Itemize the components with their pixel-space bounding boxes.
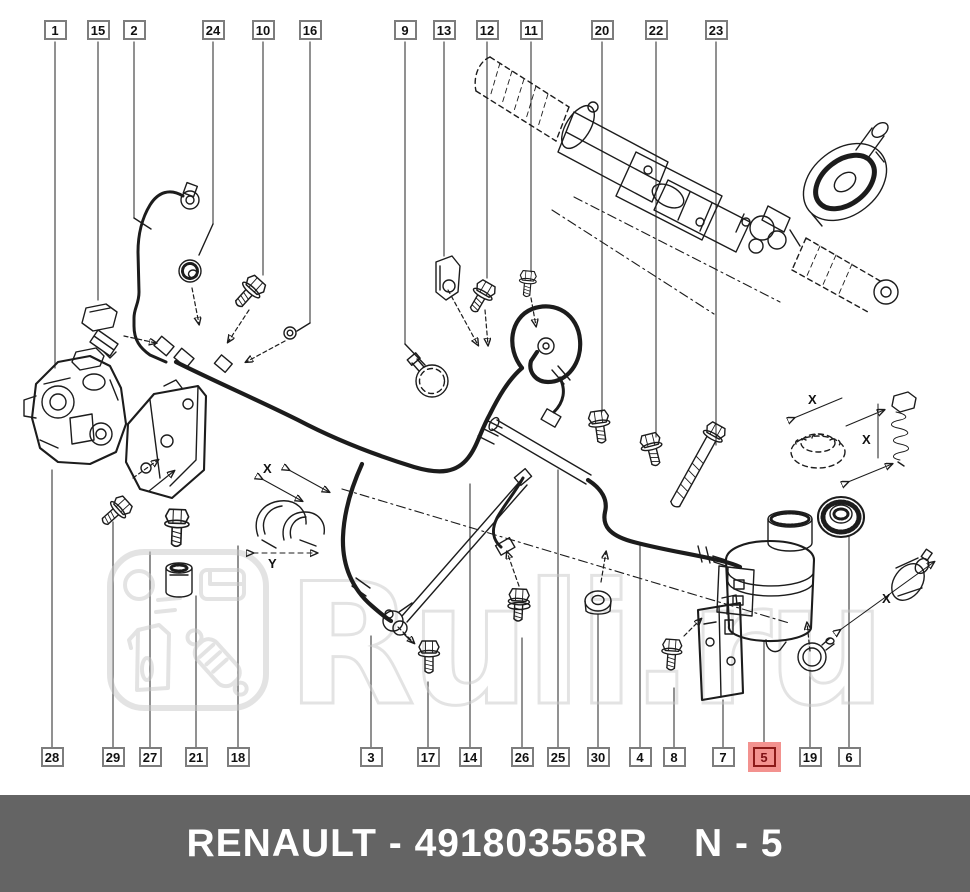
- callout-19[interactable]: 19: [798, 747, 822, 767]
- footer-sheet-ref: N - 5: [693, 821, 784, 865]
- callout-5[interactable]: 5: [752, 747, 776, 767]
- callout-13[interactable]: 13: [432, 20, 456, 40]
- bolt-20: [586, 408, 614, 445]
- callout-6[interactable]: 6: [837, 747, 861, 767]
- callout-26[interactable]: 26: [510, 747, 534, 767]
- callout-12[interactable]: 12: [475, 20, 499, 40]
- footer-bar: RENAULT - 491803558R N - 5: [0, 795, 970, 892]
- pump-bracket: [124, 379, 208, 500]
- pressure-switch: [81, 303, 119, 359]
- reservoir-bracket: [696, 594, 745, 702]
- callout-4[interactable]: 4: [628, 747, 652, 767]
- callout-10[interactable]: 10: [251, 20, 275, 40]
- bolt-27: [163, 508, 191, 548]
- hose-clamp-9: [406, 352, 449, 398]
- callout-20[interactable]: 20: [590, 20, 614, 40]
- callout-23[interactable]: 23: [704, 20, 728, 40]
- cooler-pipe: [488, 416, 592, 556]
- watermark: Ruli.ru: [107, 546, 888, 745]
- reservoir-supply-hose: [585, 477, 743, 570]
- o-ring: [283, 326, 297, 340]
- steering-rack-assembly: [474, 56, 899, 315]
- long-bolt-23: [670, 421, 726, 508]
- return-hose: [340, 461, 533, 643]
- callout-7[interactable]: 7: [711, 747, 735, 767]
- callout-15[interactable]: 15: [86, 20, 110, 40]
- dimension-label: X: [862, 432, 871, 447]
- hose-clamp-19: [797, 637, 835, 672]
- dimension-label: Y: [268, 556, 277, 571]
- clamp-dimensions: [253, 470, 329, 553]
- callout-1[interactable]: 1: [43, 20, 67, 40]
- construction-line: [341, 488, 790, 624]
- callout-8[interactable]: 8: [662, 747, 686, 767]
- callout-17[interactable]: 17: [416, 747, 440, 767]
- callout-leader-lines: [51, 41, 850, 748]
- high-pressure-pipe: [132, 181, 583, 474]
- bolt-11: [517, 269, 538, 298]
- reservoir-cap: [816, 495, 866, 539]
- callout-21[interactable]: 21: [184, 747, 208, 767]
- castle-nut-detail: [791, 397, 846, 469]
- leader-tails: [133, 217, 426, 366]
- callout-22[interactable]: 22: [644, 20, 668, 40]
- pointer-arrows: [123, 287, 810, 652]
- dimension-label: X: [882, 591, 891, 606]
- callout-24[interactable]: 24: [201, 20, 225, 40]
- dimension-label: X: [263, 461, 272, 476]
- p-clip-13: [435, 255, 461, 301]
- bolt-29: [95, 492, 136, 532]
- footer-part-title: RENAULT - 491803558R: [186, 821, 648, 865]
- grommet: [178, 259, 202, 283]
- callout-2[interactable]: 2: [122, 20, 146, 40]
- callout-14[interactable]: 14: [458, 747, 482, 767]
- bushing: [165, 562, 193, 598]
- power-steering-pump: [23, 347, 128, 466]
- callout-29[interactable]: 29: [101, 747, 125, 767]
- bolt-10: [228, 272, 269, 314]
- dimension-labels: X Y X X X: [263, 392, 891, 606]
- callout-3[interactable]: 3: [359, 747, 383, 767]
- callout-30[interactable]: 30: [586, 747, 610, 767]
- callout-11[interactable]: 11: [519, 20, 543, 40]
- watermark-text: Ruli.ru: [286, 547, 881, 743]
- callout-16[interactable]: 16: [298, 20, 322, 40]
- dimension-label: X: [808, 392, 817, 407]
- flanged-nut: [584, 590, 612, 615]
- callout-27[interactable]: 27: [138, 747, 162, 767]
- hose-end-detail: [840, 548, 934, 630]
- callout-9[interactable]: 9: [393, 20, 417, 40]
- screw-26: [506, 587, 531, 623]
- bolt-12: [463, 277, 499, 318]
- callout-18[interactable]: 18: [226, 747, 250, 767]
- stud-detail: [846, 391, 917, 482]
- callout-28[interactable]: 28: [40, 747, 64, 767]
- pipe-clamp-18: [255, 500, 325, 549]
- fluid-reservoir: [712, 510, 816, 653]
- callout-25[interactable]: 25: [546, 747, 570, 767]
- bolt-22: [637, 431, 668, 469]
